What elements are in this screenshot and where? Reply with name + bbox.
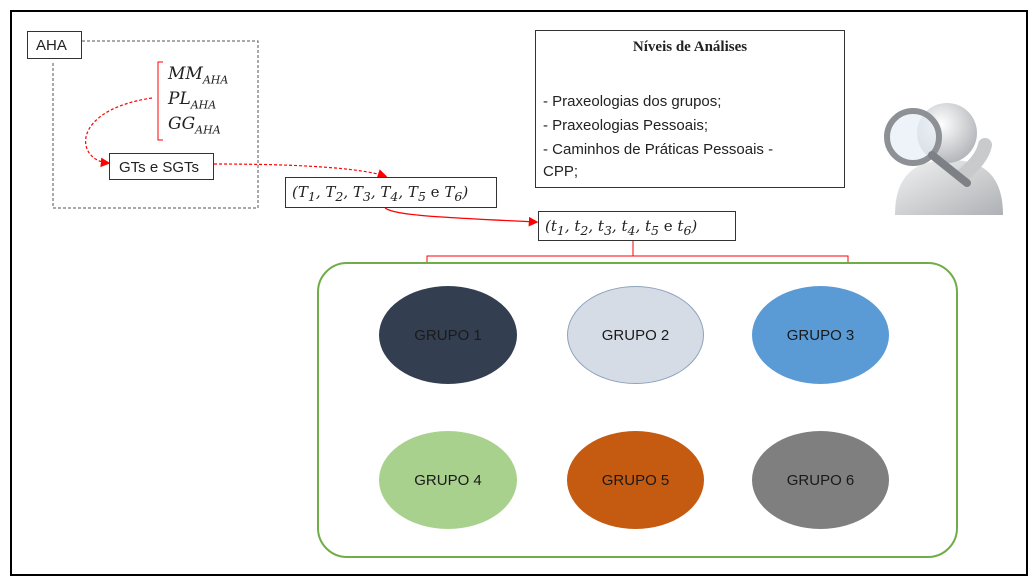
group-4-label: GRUPO 4 xyxy=(414,471,482,489)
magnifier-person-icon xyxy=(884,103,1003,215)
arrow-gts-to-tasks xyxy=(213,163,388,179)
tasks-formula: (T1, T2, T3, T4, T5 e T6) xyxy=(292,183,469,204)
subset-mm-sub: AHA xyxy=(202,73,229,87)
group-1-label: GRUPO 1 xyxy=(414,326,482,344)
subset-pl: PLAHA xyxy=(168,89,216,111)
group-1: GRUPO 1 xyxy=(379,286,517,384)
subtasks-formula: (t1, t2, t3, t4, t5 e t6) xyxy=(545,217,698,238)
gts-box: GTs e SGTs xyxy=(109,153,214,180)
gts-label: GTs e SGTs xyxy=(119,159,200,176)
subset-gg-sub: AHA xyxy=(195,123,221,137)
group-6-label: GRUPO 6 xyxy=(786,471,855,489)
niveis-item-1: - Praxeologias dos grupos; xyxy=(543,93,722,110)
aha-box: AHA xyxy=(27,31,82,59)
tasks-box: (T1, T2, T3, T4, T5 e T6) xyxy=(285,177,497,208)
subtasks-box: (t1, t2, t3, t4, t5 e t6) xyxy=(538,211,736,241)
group-5: GRUPO 5 xyxy=(567,431,704,529)
niveis-item-2: - Praxeologias Pessoais; xyxy=(543,117,709,134)
niveis-title: Níveis de Análises xyxy=(632,39,748,55)
niveis-item-4: CPP; xyxy=(543,163,579,180)
group-5-label: GRUPO 5 xyxy=(601,471,670,489)
subset-pl-sub: AHA xyxy=(190,98,217,112)
groups-container xyxy=(317,262,958,558)
curved-arrow-to-gts xyxy=(85,97,153,168)
group-6: GRUPO 6 xyxy=(752,431,889,529)
group-2-label: GRUPO 2 xyxy=(601,326,670,344)
brace xyxy=(157,61,163,141)
branch-connector xyxy=(426,241,849,262)
subset-mm-label: MM xyxy=(168,64,203,84)
subset-gg-label: GG xyxy=(168,114,196,134)
subset-gg: GGAHA xyxy=(168,114,221,136)
aha-label: AHA xyxy=(36,37,67,54)
aha-dashed-container xyxy=(52,40,259,209)
arrow-tasks-to-subtasks xyxy=(384,207,539,227)
group-3-label: GRUPO 3 xyxy=(786,326,855,344)
group-4: GRUPO 4 xyxy=(379,431,517,529)
niveis-item-3: - Caminhos de Práticas Pessoais - xyxy=(543,141,774,158)
subset-pl-label: PL xyxy=(168,89,191,109)
subset-mm: MMAHA xyxy=(168,64,228,86)
group-3: GRUPO 3 xyxy=(752,286,889,384)
group-2: GRUPO 2 xyxy=(567,286,704,384)
niveis-box: Níveis de Análises - Praxeologias dos gr… xyxy=(535,30,845,188)
